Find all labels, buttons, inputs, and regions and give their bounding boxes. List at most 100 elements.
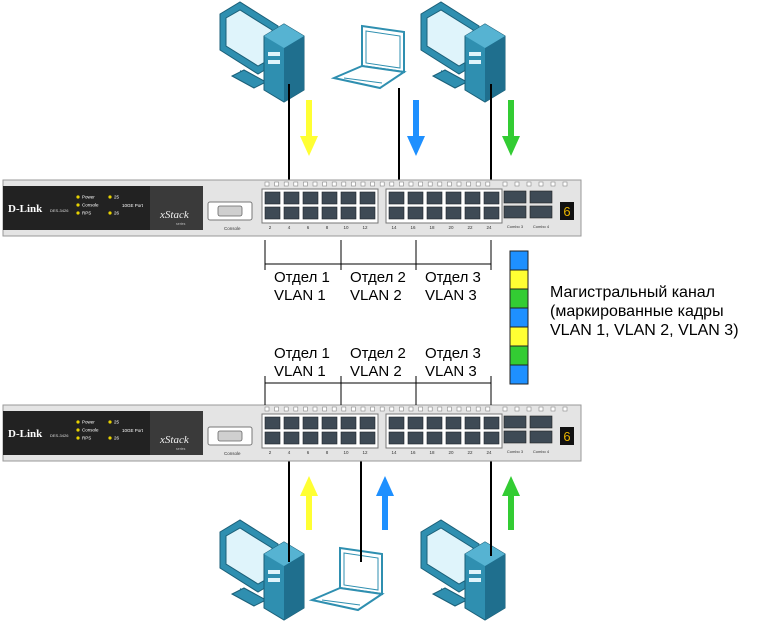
top-switch-port — [321, 191, 338, 205]
top-switch-unit-display — [560, 202, 574, 220]
top-switch-combo-slot-label-2: Combo 4 — [533, 224, 550, 229]
top-switch-port — [264, 206, 281, 220]
bottom-switch-port — [445, 431, 462, 445]
bottom-switch-port — [464, 416, 481, 430]
top-switch-port — [283, 206, 300, 220]
bottom-traffic-arrow-1 — [300, 476, 318, 530]
bottom-switch-led-label-1: Power — [82, 420, 95, 425]
top-switch-port — [483, 191, 500, 205]
top-switch-brand: D-Link — [8, 203, 43, 215]
bottom-group-3-dept: Отдел 3 — [425, 345, 481, 362]
top-switch-port-block-1 — [261, 188, 379, 224]
top-switch-port-number: 14 — [391, 225, 397, 230]
top-switch-port — [388, 206, 405, 220]
bottom-switch-port-block-1 — [261, 413, 379, 449]
top-switch-port-number: 2 — [269, 225, 272, 230]
bottom-switch-port — [426, 416, 443, 430]
top-switch-port-number: 24 — [486, 225, 492, 230]
top-switch-port-number: 6 — [307, 225, 310, 230]
bottom-switch-port — [359, 431, 376, 445]
top-switch-port — [407, 191, 424, 205]
bottom-switch-port — [359, 416, 376, 430]
top-switch-port — [302, 191, 319, 205]
top-switch-port-number: 20 — [448, 225, 454, 230]
bottom-switch-port — [445, 416, 462, 430]
top-switch-port-number: 10 — [343, 225, 349, 230]
bottom-group-1-dept: Отдел 1 — [274, 345, 330, 362]
trunk-frame-3 — [509, 288, 529, 309]
top-group-2-dept: Отдел 2 — [350, 269, 406, 286]
bottom-group-2-vlan: VLAN 2 — [350, 363, 402, 380]
top-device-2 — [333, 25, 405, 89]
bottom-switch-port-block-2 — [385, 413, 503, 449]
bottom-switch-port-number: 6 — [307, 450, 310, 455]
top-device-3 — [420, 1, 506, 103]
top-switch-port — [445, 206, 462, 220]
top-group-2-vlan: VLAN 2 — [350, 287, 402, 304]
top-switch-port — [407, 206, 424, 220]
trunk-frame-6 — [509, 345, 529, 366]
bottom-switch-series: xStack — [159, 434, 190, 446]
bottom-switch-port — [483, 431, 500, 445]
top-switch-port-number: 4 — [288, 225, 291, 230]
bottom-switch-port-number: 12 — [362, 450, 368, 455]
top-switch-port-number: 8 — [326, 225, 329, 230]
trunk-line-2: (маркированные кадры — [550, 303, 724, 320]
bottom-switch-port — [321, 431, 338, 445]
top-switch-port — [359, 206, 376, 220]
bottom-switch-combo-slot-label-2: Combo 4 — [533, 449, 550, 454]
bottom-switch-console-label: Console — [224, 451, 241, 456]
bottom-switch-port — [464, 431, 481, 445]
top-switch-console-label: Console — [224, 226, 241, 231]
top-traffic-arrow-3 — [502, 100, 520, 156]
bottom-device-1 — [219, 519, 305, 621]
bottom-switch-unit-display — [560, 427, 574, 445]
top-switch-combo-led-1: 25 — [114, 195, 120, 200]
bottom-group-3-vlan: VLAN 3 — [425, 363, 477, 380]
top-switch-port — [359, 191, 376, 205]
bottom-switch-port-number: 18 — [429, 450, 435, 455]
bottom-switch-port — [283, 431, 300, 445]
bottom-switch-led-label-2: Console — [82, 428, 99, 433]
top-switch-port — [445, 191, 462, 205]
top-switch-led-label-1: Power — [82, 195, 95, 200]
top-switch-led-label-3: RPS — [82, 211, 91, 216]
trunk-frame-1 — [509, 250, 529, 271]
bottom-switch-port — [426, 431, 443, 445]
top-switch-port — [340, 206, 357, 220]
top-traffic-arrow-1 — [300, 100, 318, 156]
top-switch-port — [264, 191, 281, 205]
bottom-device-2 — [311, 547, 383, 611]
bottom-switch-port — [388, 416, 405, 430]
bottom-switch-brand: D-Link — [8, 428, 43, 440]
trunk-frame-7 — [509, 364, 529, 385]
bottom-switch-combo-led-2: 26 — [114, 436, 120, 441]
bottom-switch-port-number: 22 — [467, 450, 473, 455]
bottom-switch-port-number: 16 — [410, 450, 416, 455]
top-switch-port — [321, 206, 338, 220]
trunk-description: Магистральный канал (маркированные кадры… — [550, 283, 739, 340]
top-device-1 — [219, 1, 305, 103]
top-switch-port — [426, 206, 443, 220]
bottom-switch-port — [302, 416, 319, 430]
top-switch-combo-label: 10GE Port — [122, 203, 144, 208]
bottom-switch-combo-slot-label-1: Combo 3 — [507, 449, 524, 454]
bottom-switch-port-number: 20 — [448, 450, 454, 455]
trunk-frame-4 — [509, 307, 529, 328]
top-switch-port-number: 22 — [467, 225, 473, 230]
trunk-frame-2 — [509, 269, 529, 290]
bottom-switch-port — [264, 431, 281, 445]
bottom-switch-model: DES-3426 — [50, 433, 69, 438]
bottom-switch-port-number: 4 — [288, 450, 291, 455]
top-group-1-dept: Отдел 1 — [274, 269, 330, 286]
top-switch-port-number: 16 — [410, 225, 416, 230]
top-switch-port — [302, 206, 319, 220]
bottom-switch-series-sub: series — [176, 447, 186, 451]
bottom-group-2-dept: Отдел 2 — [350, 345, 406, 362]
top-switch-port — [388, 191, 405, 205]
top-switch-led-label-2: Console — [82, 203, 99, 208]
bottom-group-1-vlan: VLAN 1 — [274, 363, 326, 380]
trunk-line-3: VLAN 1, VLAN 2, VLAN 3) — [550, 322, 739, 339]
